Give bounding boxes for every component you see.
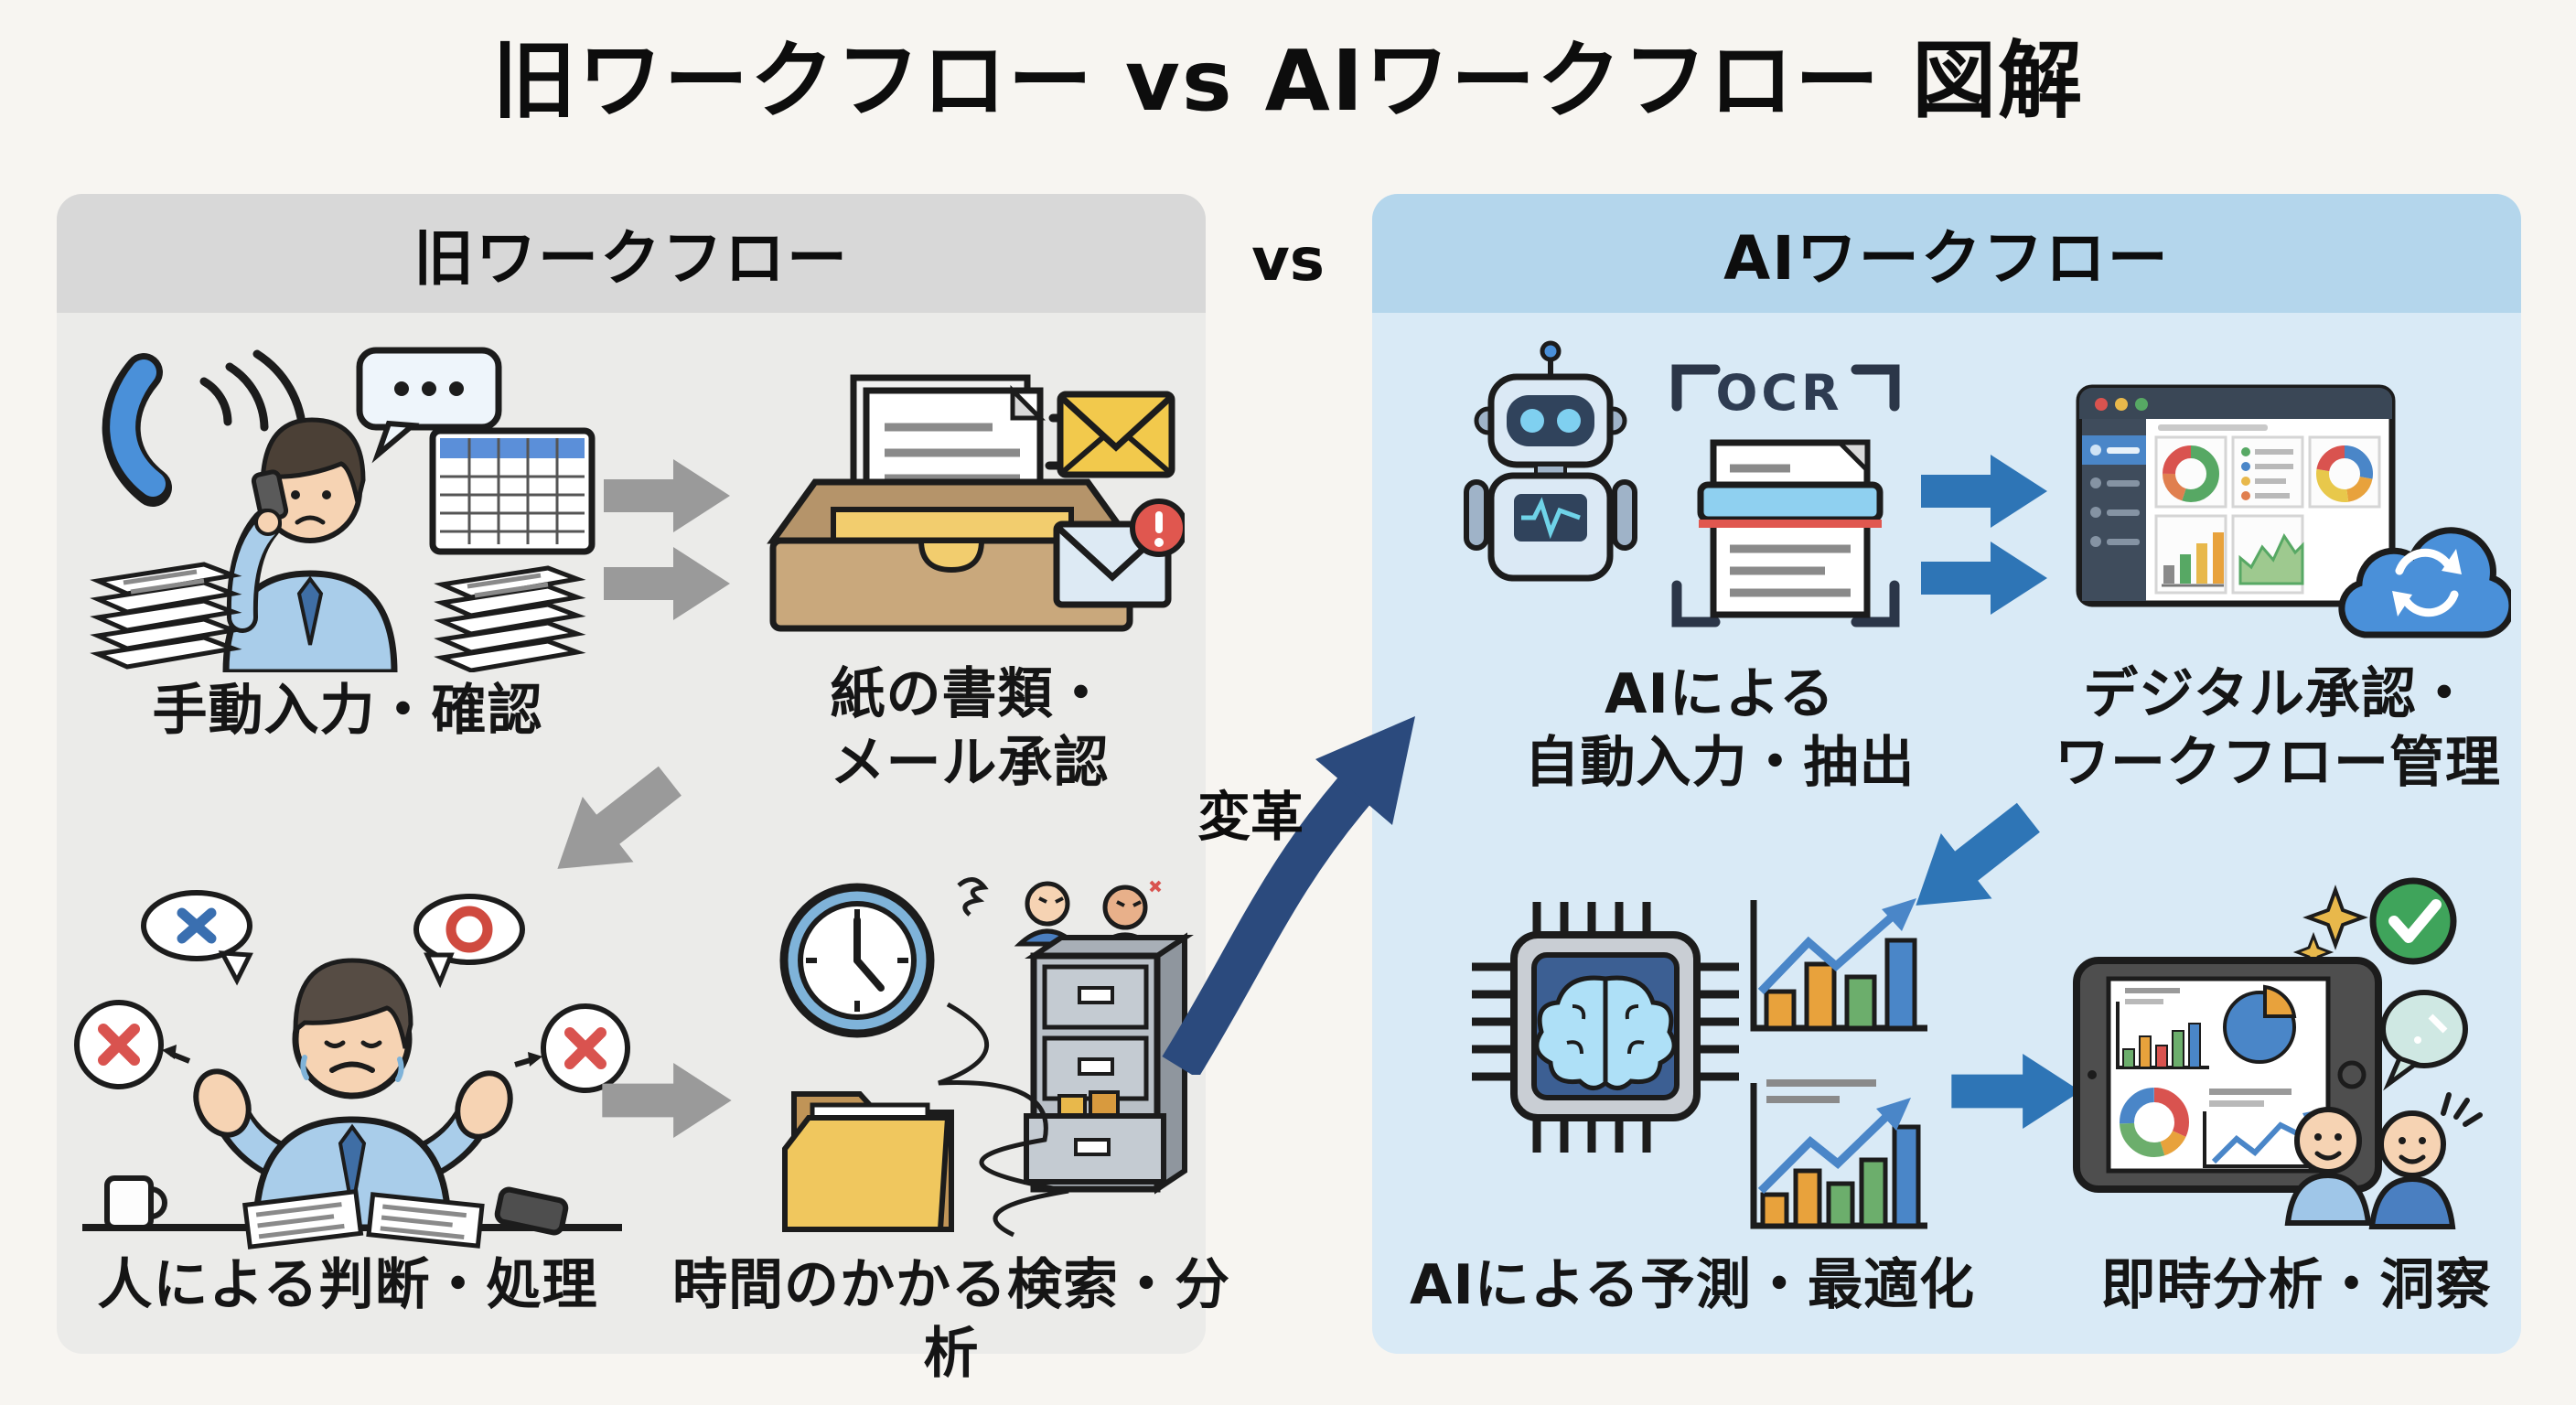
inbox-tray-icon bbox=[767, 478, 1136, 632]
ai-chip-charts-illustration bbox=[1472, 898, 1927, 1229]
bar-chart-card bbox=[2154, 514, 2227, 595]
pie-chart-mini bbox=[2223, 984, 2297, 1064]
tangled-line-icon bbox=[938, 1002, 1069, 1238]
stressed-person-figure bbox=[193, 958, 513, 1231]
arrow-down-left-icon bbox=[1865, 766, 2077, 958]
app-window bbox=[2076, 384, 2396, 607]
check-circle-icon bbox=[2369, 877, 2457, 965]
papers-icon bbox=[242, 1188, 485, 1249]
vs-label: vs bbox=[1251, 227, 1325, 295]
paper-stack-icon bbox=[434, 565, 586, 672]
robot-ocr-illustration bbox=[1464, 340, 1900, 627]
ai-step-4-label: 即時分析・洞察 bbox=[2100, 1253, 2492, 1317]
page-title: 旧ワークフロー vs AIワークフロー 図解 bbox=[491, 32, 2085, 130]
scribble-icon bbox=[957, 877, 989, 917]
arrow-right-icon bbox=[1907, 453, 2063, 530]
person-icon bbox=[2284, 1107, 2372, 1226]
paper-inbox-illustration bbox=[767, 374, 1185, 632]
old-workflow-header: 旧ワークフロー bbox=[57, 194, 1206, 313]
ai-step-2-label: デジタル承認・ ワークフロー管理 bbox=[2055, 662, 2501, 795]
arrow-down-left-icon bbox=[507, 729, 719, 921]
chat-bubble-icon bbox=[2380, 990, 2468, 1091]
donut-chart-mini bbox=[2120, 1088, 2189, 1157]
ai-workflow-header-label: AIワークフロー bbox=[1723, 223, 2170, 294]
ai-workflow-header: AIワークフロー bbox=[1372, 194, 2521, 313]
arrow-right-icon bbox=[595, 1061, 741, 1140]
clock-icon bbox=[779, 883, 935, 1038]
tablet-analytics-illustration bbox=[2073, 877, 2483, 1229]
dashboard-cloud-illustration bbox=[2076, 384, 2511, 638]
paper-stack-icon bbox=[90, 562, 242, 670]
robot-icon bbox=[1464, 340, 1637, 582]
old-step-2-label: 紙の書類・ メール承認 bbox=[830, 662, 1110, 795]
arrow-right-icon bbox=[599, 457, 736, 534]
stressed-worker-illustration bbox=[74, 890, 630, 1249]
filing-cabinet-icon bbox=[1024, 932, 1194, 1195]
bar-chart-mini bbox=[2116, 988, 2209, 1069]
list-card bbox=[2231, 435, 2304, 509]
folder-stack-icon bbox=[782, 1091, 954, 1232]
chip-brain-icon bbox=[1472, 902, 1739, 1153]
donut-chart-card bbox=[2154, 435, 2227, 509]
arrow-right-icon bbox=[1939, 1052, 2095, 1131]
transform-label: 変革 bbox=[1197, 786, 1304, 848]
mug-icon bbox=[104, 1175, 167, 1230]
worker-figure bbox=[222, 417, 398, 672]
phone-icon bbox=[494, 1186, 569, 1236]
ai-step-1-label: AIによる 自動入力・抽出 bbox=[1524, 662, 1916, 795]
arrow-right-icon bbox=[1907, 540, 2063, 617]
old-step-4-label: 時間のかかる検索・分析 bbox=[672, 1253, 1230, 1386]
cloud-sync-icon bbox=[2338, 527, 2511, 638]
old-step-3-label: 人による判断・処理 bbox=[97, 1253, 598, 1317]
person-icon bbox=[2368, 1110, 2456, 1229]
spreadsheet-icon bbox=[429, 427, 596, 555]
speech-bubble-icon bbox=[356, 347, 502, 464]
growth-chart-icon bbox=[1750, 1079, 1927, 1229]
speech-bubble-x-icon bbox=[141, 890, 253, 986]
error-bubble-icon bbox=[514, 1003, 630, 1093]
area-chart-card bbox=[2231, 514, 2304, 595]
envelope-alert-icon bbox=[1053, 499, 1185, 608]
busy-worker-illustration bbox=[90, 347, 596, 672]
ai-step-3-label: AIによる予測・最適化 bbox=[1410, 1253, 1975, 1317]
arrow-right-icon bbox=[599, 545, 736, 622]
envelope-icon bbox=[1057, 391, 1175, 478]
curved-up-arrow-icon bbox=[1162, 716, 1415, 1075]
old-workflow-header-label: 旧ワークフロー bbox=[413, 223, 849, 294]
error-bubble-icon bbox=[74, 1000, 191, 1089]
clock-filing-cabinet-illustration bbox=[779, 877, 1194, 1238]
ocr-label: OCR bbox=[1715, 364, 1843, 422]
donut-chart-card bbox=[2308, 435, 2381, 509]
ocr-scan-icon bbox=[1671, 364, 1900, 627]
speech-bubble-o-icon bbox=[413, 894, 525, 989]
surprise-lines bbox=[2441, 1092, 2483, 1127]
growth-chart-icon bbox=[1750, 898, 1927, 1032]
old-step-1-label: 手動入力・確認 bbox=[152, 679, 543, 743]
